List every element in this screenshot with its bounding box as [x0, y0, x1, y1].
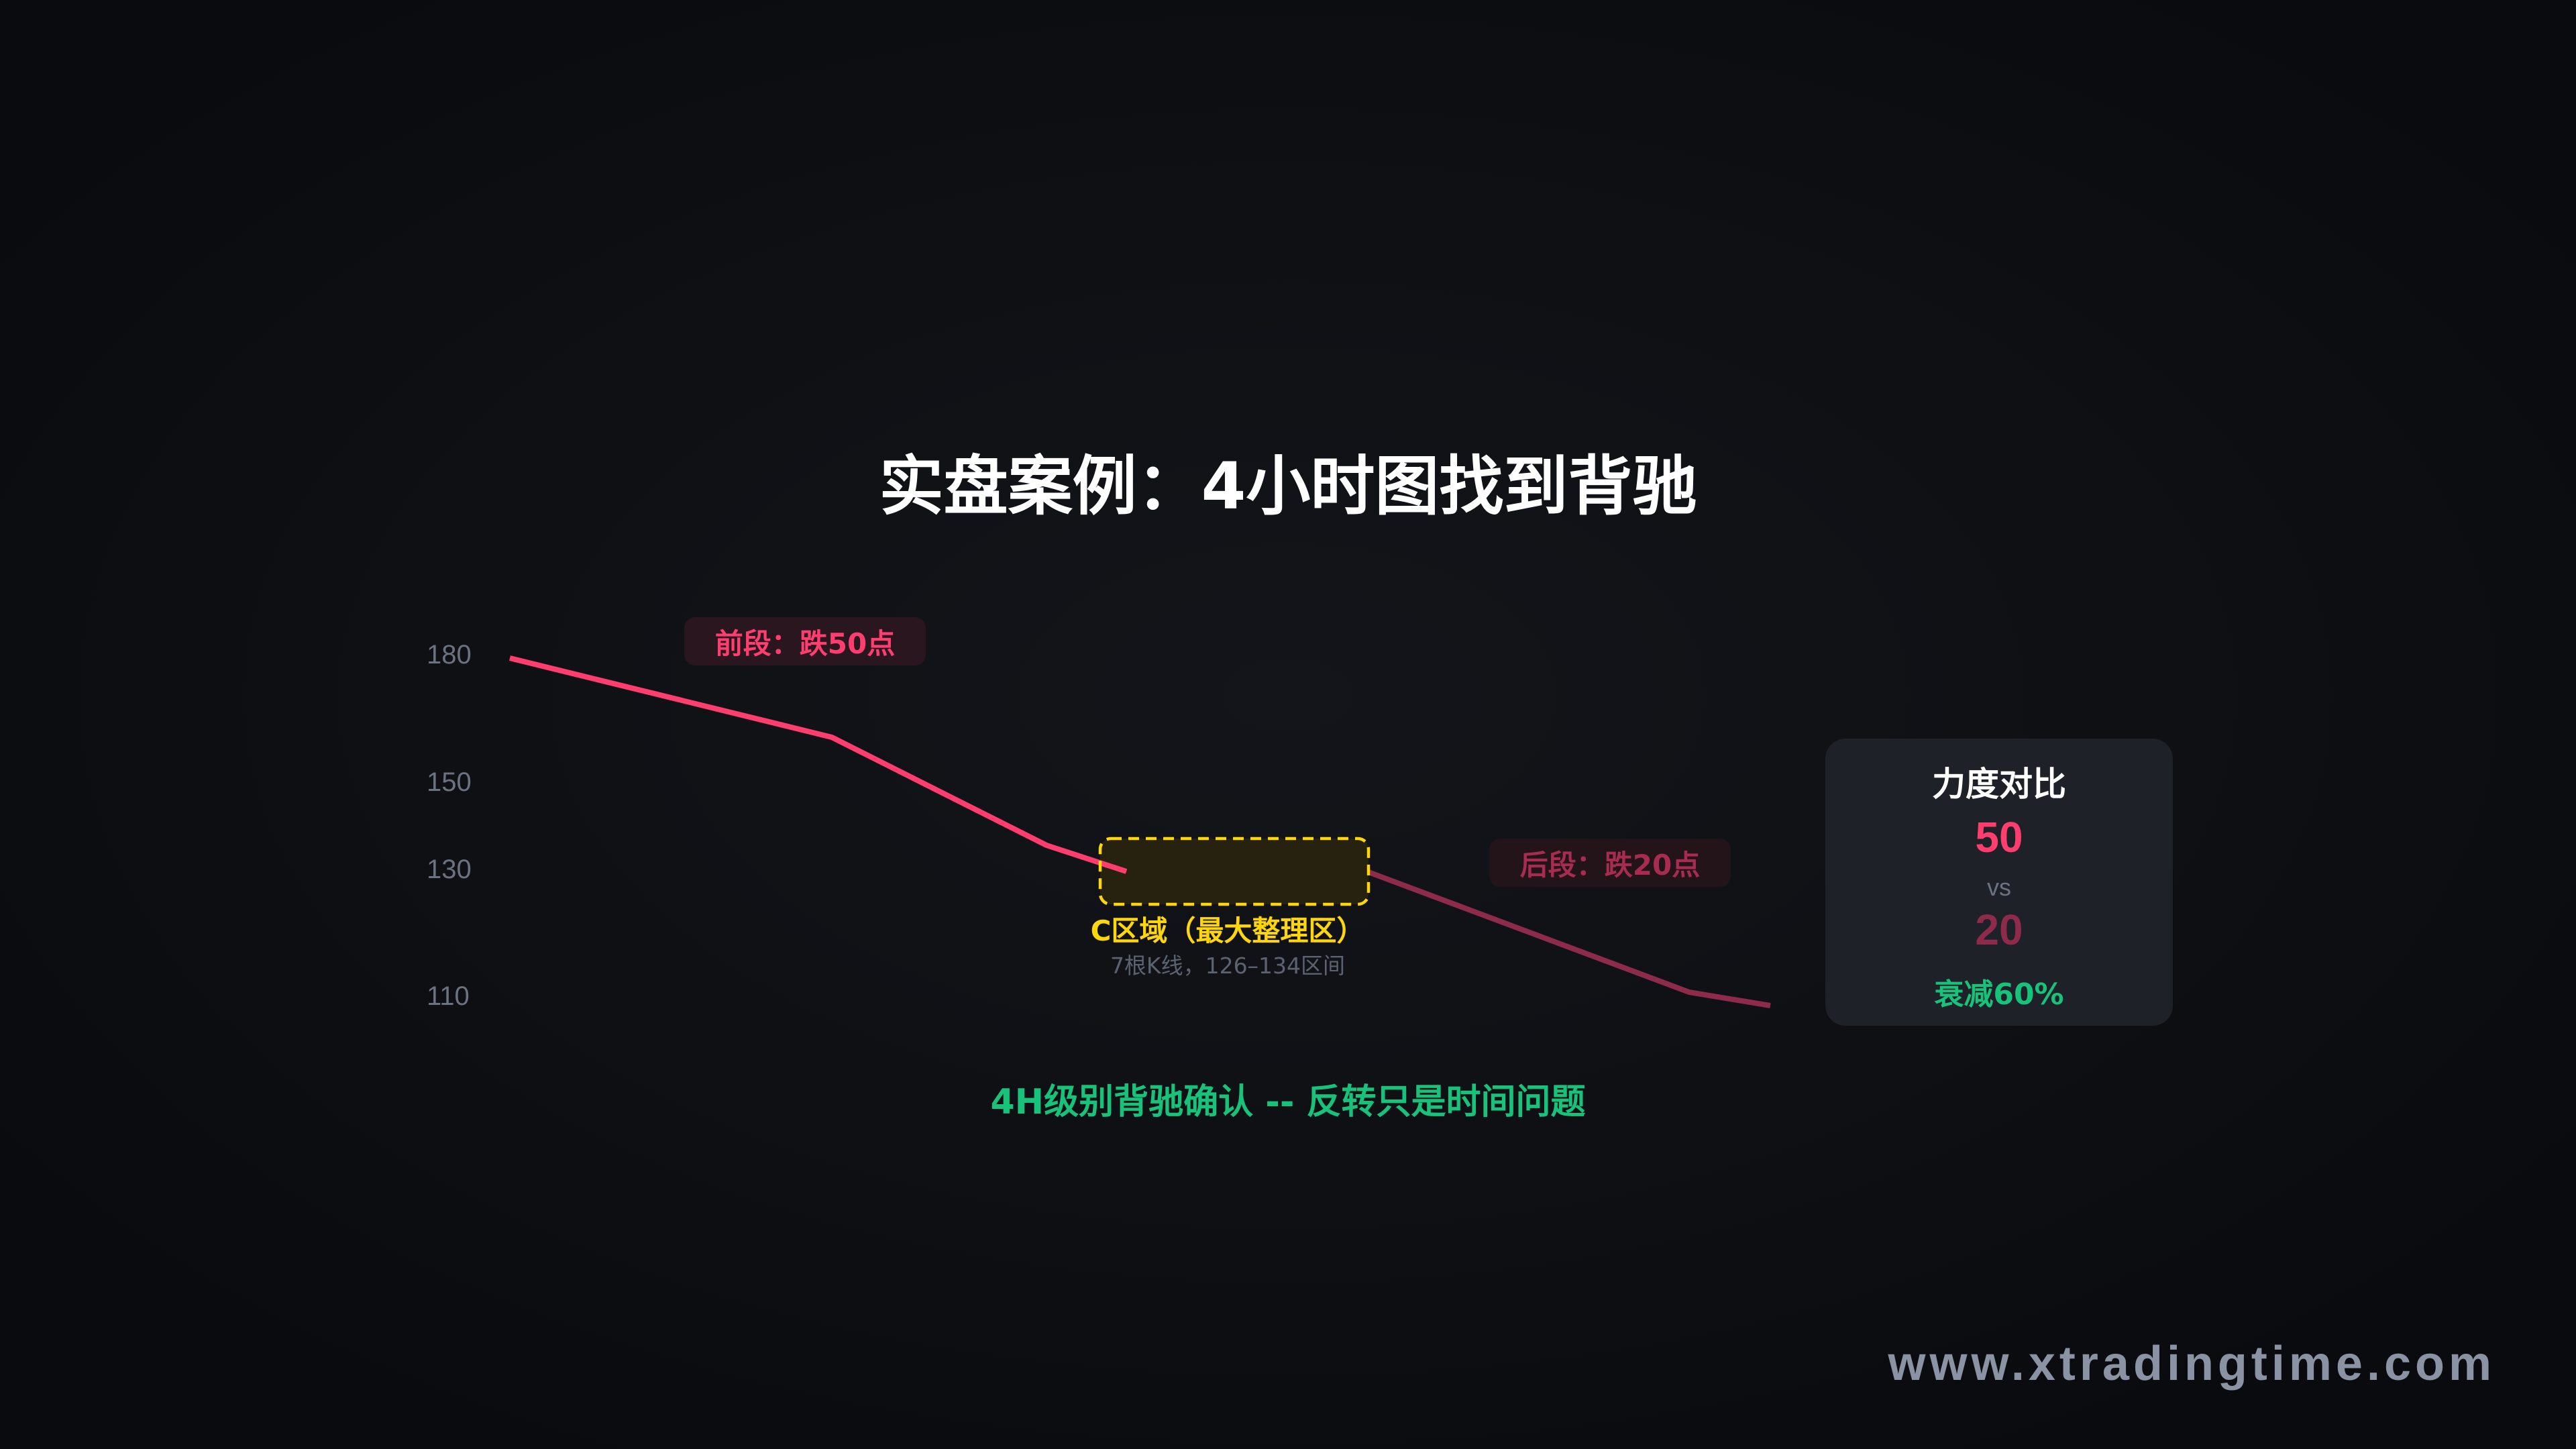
c-zone-border: [1098, 837, 1371, 906]
y-tick-110: 110: [427, 981, 470, 1011]
conclusion-text: 4H级别背驰确认 -- 反转只是时间问题: [990, 1082, 1586, 1122]
front-segment-badge: 前段：跌50点: [684, 617, 926, 665]
front-value: 50: [1975, 813, 2023, 861]
decay-label: 衰减60%: [1934, 977, 2064, 1012]
c-zone-label: C区域（最大整理区）: [1090, 914, 1365, 947]
y-tick-130: 130: [427, 855, 472, 884]
c-zone-fill: [1100, 839, 1368, 904]
card-title: 力度对比: [1932, 765, 2066, 804]
watermark: www.xtradingtime.com: [1888, 1337, 2496, 1391]
back-segment-badge: 后段：跌20点: [1489, 839, 1731, 887]
back-segment-line: [1367, 869, 1771, 1008]
y-tick-150: 150: [427, 767, 472, 797]
front-segment-line: [509, 655, 1128, 874]
y-tick-180: 180: [427, 640, 472, 669]
page-title: 实盘案例：4小时图找到背驰: [879, 449, 1697, 524]
vs-label: vs: [1987, 873, 2011, 901]
back-value: 20: [1975, 906, 2023, 954]
strength-comparison-card: 力度对比 50 vs 20 衰减60%: [1825, 739, 2173, 1026]
c-zone-detail: 7根K线，126–134区间: [1110, 953, 1346, 979]
